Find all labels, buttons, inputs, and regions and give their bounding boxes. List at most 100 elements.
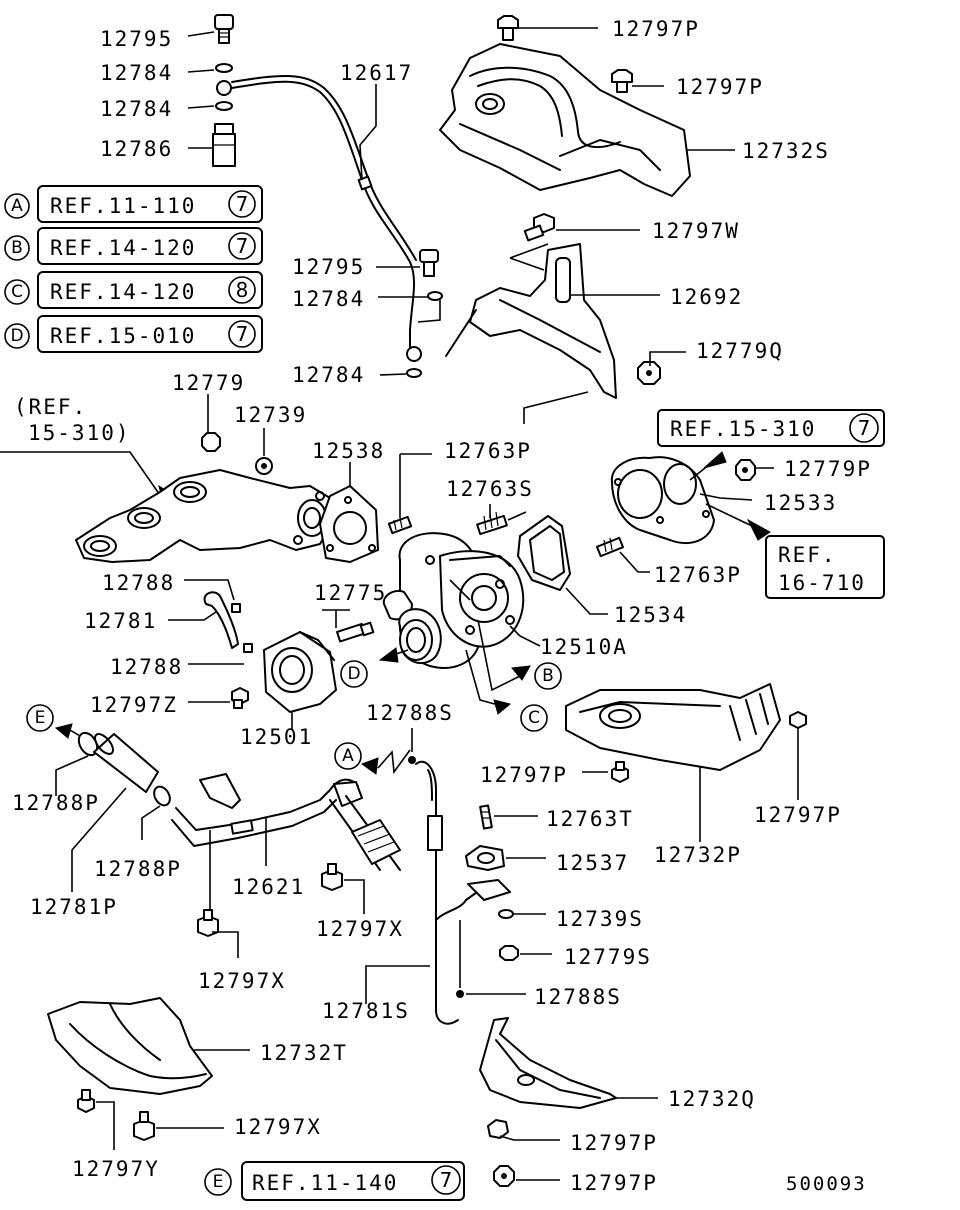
label-12534: 12534 <box>614 603 687 627</box>
pipe-12781S <box>415 760 459 1025</box>
bolt-12795-top <box>214 14 234 44</box>
ref-note-left-1: (REF. <box>14 395 87 419</box>
svg-text:7: 7 <box>236 322 249 346</box>
svg-text:A: A <box>11 196 23 216</box>
ref-box-C: C REF.14-120 8 <box>4 271 263 309</box>
label-12788S-a: 12788S <box>366 701 454 725</box>
label-12781P: 12781P <box>30 895 118 919</box>
svg-text:A: A <box>342 746 354 766</box>
heat-shield-12732T <box>47 997 213 1095</box>
label-12533: 12533 <box>764 491 837 515</box>
ref-box-D: D REF.15-010 7 <box>4 315 263 353</box>
svg-text:E: E <box>35 708 46 728</box>
gasket-12784-d <box>406 368 422 378</box>
bolt-12797X-b <box>321 863 343 891</box>
label-12797X-b: 12797X <box>198 969 286 993</box>
label-12797W: 12797W <box>652 219 740 243</box>
svg-text:REF.15-010: REF.15-010 <box>50 324 196 348</box>
union-12786 <box>212 123 236 167</box>
hose-12781 <box>203 591 239 649</box>
heat-shield-12732S <box>439 43 691 197</box>
label-12779S: 12779S <box>564 945 652 969</box>
svg-text:D: D <box>10 326 23 346</box>
gasket-12784-c <box>427 291 443 301</box>
label-12763T: 12763T <box>546 807 634 831</box>
elbow-12533 <box>610 456 715 545</box>
bolt-12797P-top1 <box>497 15 519 41</box>
svg-text:B: B <box>542 666 554 686</box>
arrow-circle-D: D <box>340 660 368 688</box>
gasket-12534 <box>517 515 571 591</box>
label-12501: 12501 <box>240 725 313 749</box>
svg-text:7: 7 <box>236 192 249 216</box>
pipe-12781S-branch <box>435 883 501 921</box>
bolt-12797P-mid <box>611 761 629 783</box>
label-12797P-top2: 12797P <box>676 75 764 99</box>
label-12763P-b: 12763P <box>654 563 742 587</box>
bolt-12797X-c <box>133 1111 155 1141</box>
gasket-12538 <box>319 485 379 563</box>
hose-12781P <box>93 733 159 793</box>
label-12763P-a: 12763P <box>444 439 532 463</box>
part-labels: 12795 12784 12784 12786 12617 12795 1278… <box>12 17 872 1195</box>
label-12739S: 12739S <box>556 907 644 931</box>
bolt-12797P-bot1 <box>487 1119 509 1139</box>
label-12784-c: 12784 <box>292 287 365 311</box>
washer-12739S <box>498 909 514 919</box>
gasket-12784-b <box>215 101 233 111</box>
washer-12739 <box>255 457 273 475</box>
label-12788P-a: 12788P <box>12 791 100 815</box>
label-12781: 12781 <box>84 609 157 633</box>
ref-box-E: E REF.11-140 7 <box>204 1161 465 1201</box>
arrow-circle-E: E <box>26 704 54 732</box>
label-12795-mid: 12795 <box>292 255 365 279</box>
boot-corrugated <box>351 819 401 865</box>
svg-text:C: C <box>11 282 23 302</box>
bolt-12795-mid <box>419 249 439 277</box>
label-12797P-bot1: 12797P <box>570 1131 658 1155</box>
label-12739: 12739 <box>234 403 307 427</box>
label-12732P: 12732P <box>654 843 742 867</box>
label-12510A: 12510A <box>540 635 628 659</box>
svg-text:REF.15-310: REF.15-310 <box>670 417 816 441</box>
svg-text:REF.11-140: REF.11-140 <box>252 1171 398 1195</box>
bolt-12797P-top2 <box>611 69 633 93</box>
bracket-12732Q <box>479 1017 617 1109</box>
label-12797P-mid: 12797P <box>480 763 568 787</box>
label-12797P-right: 12797P <box>754 803 842 827</box>
bolt-12797W <box>523 213 555 242</box>
label-12775: 12775 <box>314 581 387 605</box>
label-12797Y: 12797Y <box>72 1157 160 1181</box>
stud-12763P-a <box>387 515 413 535</box>
gasket-12537 <box>465 845 505 871</box>
clamp-12788-a <box>231 603 241 613</box>
label-12784-d: 12784 <box>292 363 365 387</box>
pipe-end-fitting <box>406 346 422 362</box>
ref-box-A: A REF.11-110 7 <box>4 185 263 223</box>
label-12788-b: 12788 <box>110 655 183 679</box>
nut-12779P <box>735 459 756 481</box>
label-12732S: 12732S <box>742 139 830 163</box>
drawing-id: 500093 <box>786 1173 867 1195</box>
label-12784-a: 12784 <box>100 61 173 85</box>
heat-shield-12732P <box>565 683 781 771</box>
label-12617: 12617 <box>340 61 413 85</box>
label-12692: 12692 <box>670 285 743 309</box>
fitting-12775 <box>336 621 375 643</box>
banjo-fitting <box>216 80 232 96</box>
bolt-12797Y <box>77 1089 95 1113</box>
label-12786: 12786 <box>100 137 173 161</box>
label-12732T: 12732T <box>260 1041 348 1065</box>
label-12797P-bot2: 12797P <box>570 1171 658 1195</box>
svg-text:C: C <box>528 708 540 728</box>
arrow-circle-B: B <box>534 662 562 690</box>
stud-12763T <box>479 804 493 830</box>
label-12779P: 12779P <box>784 457 872 481</box>
label-12621: 12621 <box>232 875 305 899</box>
clamp-12788P-b <box>153 785 171 807</box>
nut-12779S <box>499 945 519 961</box>
svg-text:7: 7 <box>236 234 249 258</box>
clamp-12788-b <box>243 643 253 653</box>
label-12797P-top1: 12797P <box>612 17 700 41</box>
